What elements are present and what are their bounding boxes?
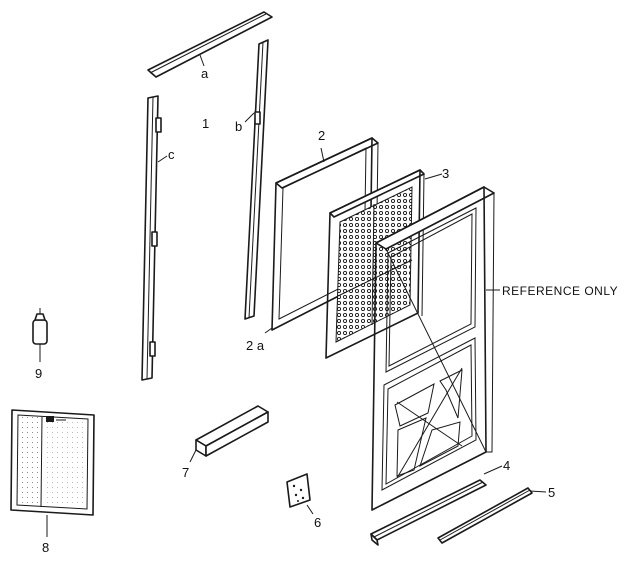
label-2a: 2 a — [246, 338, 265, 353]
label-b: b — [235, 119, 242, 134]
label-2: 2 — [318, 128, 325, 143]
label-6: 6 — [314, 515, 321, 530]
part-5-expander — [437, 487, 533, 544]
label-reference-only: REFERENCE ONLY — [502, 284, 618, 298]
part-7-threshold-block — [195, 405, 269, 457]
label-7: 7 — [182, 465, 189, 480]
part-b-right-jamb — [244, 39, 269, 320]
label-5: 5 — [548, 485, 555, 500]
label-4: 4 — [503, 458, 510, 473]
label-a: a — [201, 66, 209, 81]
label-1: 1 — [202, 116, 209, 131]
part-a-top-rail — [147, 11, 273, 78]
part-6-hardware-pack — [286, 473, 311, 508]
label-c: c — [168, 147, 175, 162]
part-9-closer — [32, 308, 48, 345]
part-8-instruction-sheet — [10, 409, 95, 516]
label-3: 3 — [442, 166, 449, 181]
label-9: 9 — [35, 366, 42, 381]
part-c-left-jamb — [141, 95, 162, 381]
part-4-bottom-sweep — [370, 479, 487, 546]
main-door-reference — [371, 186, 495, 511]
label-8: 8 — [42, 540, 49, 555]
